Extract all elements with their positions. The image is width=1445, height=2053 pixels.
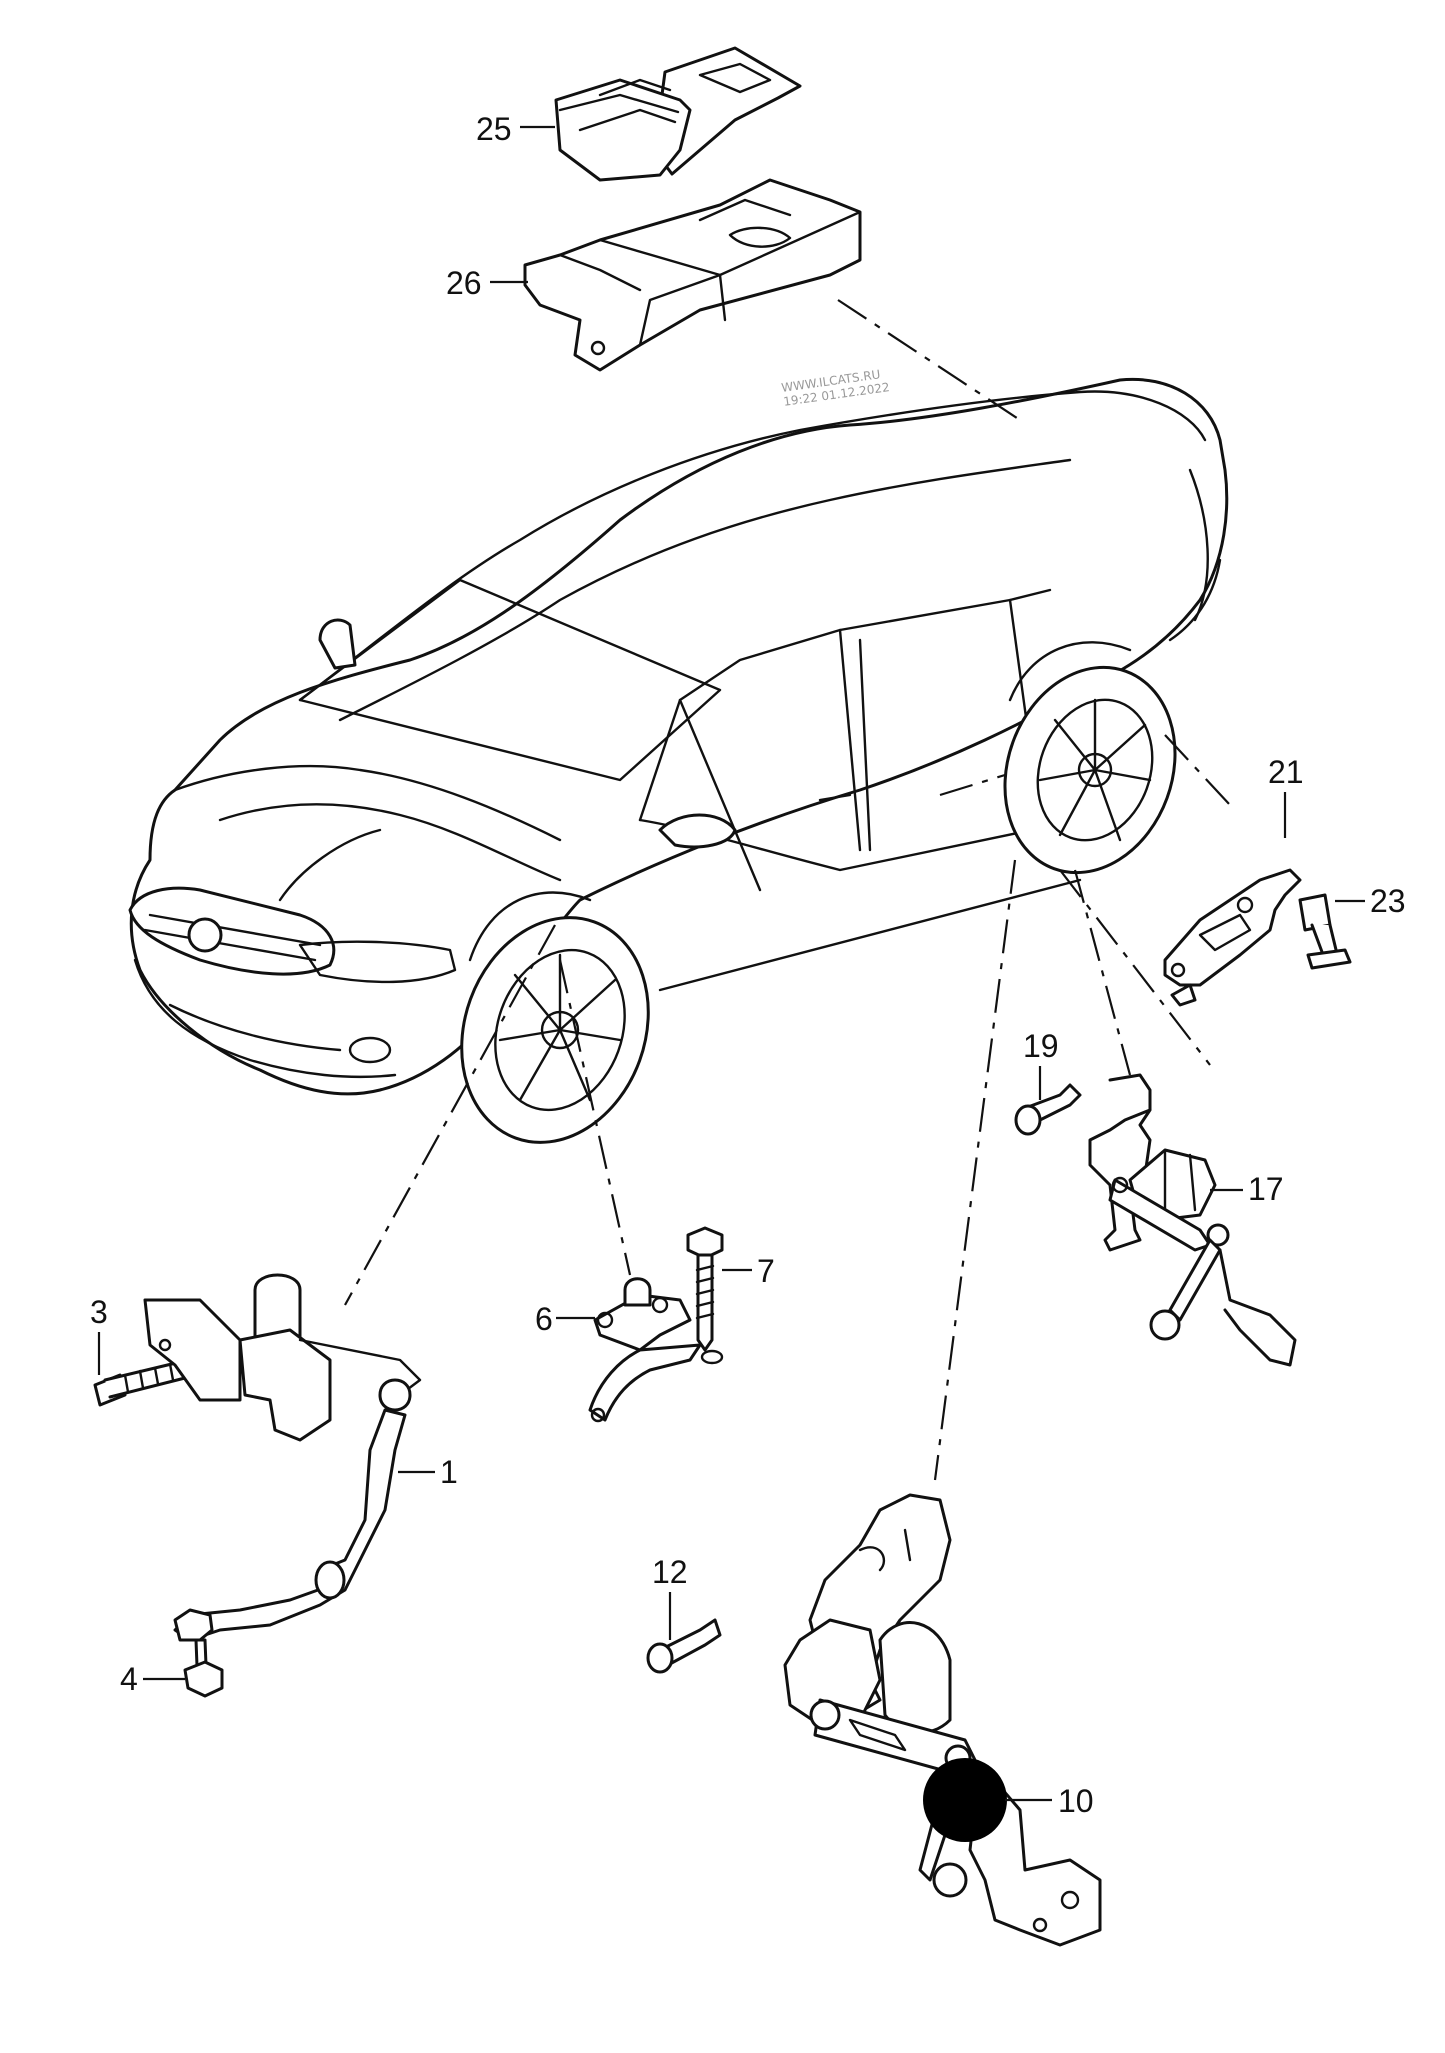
callout-23[interactable]: 23 — [1335, 883, 1406, 919]
part-6-sensor-plate[interactable] — [588, 1277, 702, 1423]
part-10-level-sensor[interactable] — [783, 1493, 1102, 1947]
callout-12[interactable]: 12 — [652, 1554, 688, 1640]
callout-26[interactable]: 26 — [446, 265, 528, 301]
callout-10[interactable]: 10 — [1005, 1783, 1094, 1819]
callout-21[interactable]: 21 — [1268, 754, 1304, 838]
part-4-nut[interactable] — [183, 1638, 224, 1698]
callout-1-label: 1 — [440, 1454, 458, 1490]
callout-1[interactable]: 1 — [398, 1454, 458, 1490]
callout-21-label: 21 — [1268, 754, 1304, 790]
callout-17[interactable]: 17 — [1210, 1171, 1284, 1207]
callout-19-label: 19 — [1023, 1028, 1059, 1064]
highlight-marker — [923, 1758, 1007, 1842]
part-3-bolt[interactable] — [93, 1360, 187, 1407]
callout-3[interactable]: 3 — [90, 1294, 108, 1375]
part-23-bolt[interactable] — [1298, 893, 1352, 970]
callout-7-label: 7 — [757, 1253, 775, 1289]
callout-17-label: 17 — [1248, 1171, 1284, 1207]
callout-19[interactable]: 19 — [1023, 1028, 1059, 1100]
callout-26-label: 26 — [446, 265, 482, 301]
callout-12-label: 12 — [652, 1554, 688, 1590]
callout-3-label: 3 — [90, 1294, 108, 1330]
part-1-level-sensor[interactable] — [143, 1273, 422, 1642]
part-7-bolt[interactable] — [686, 1226, 724, 1365]
callout-4-label: 4 — [120, 1661, 138, 1697]
connector-lines — [344, 299, 1231, 1481]
part-26-module-bracket[interactable] — [523, 178, 862, 372]
part-17-level-sensor[interactable] — [1088, 1073, 1297, 1367]
callout-10-label: 10 — [1058, 1783, 1094, 1819]
watermark: WWW.ILCATS.RU 19:22 01.12.2022 — [780, 367, 890, 409]
callout-7[interactable]: 7 — [722, 1253, 775, 1289]
callout-6[interactable]: 6 — [535, 1301, 595, 1337]
callout-23-label: 23 — [1370, 883, 1406, 919]
vehicle-outline — [128, 377, 1229, 1144]
callout-25-label: 25 — [476, 111, 512, 147]
part-25-control-module[interactable] — [554, 46, 802, 182]
callout-6-label: 6 — [535, 1301, 553, 1337]
callout-4[interactable]: 4 — [120, 1661, 185, 1697]
part-19-bolt[interactable] — [1014, 1083, 1082, 1136]
part-12-bolt[interactable] — [646, 1618, 722, 1674]
callout-25[interactable]: 25 — [476, 111, 555, 147]
part-21-bracket[interactable] — [1163, 868, 1302, 1007]
